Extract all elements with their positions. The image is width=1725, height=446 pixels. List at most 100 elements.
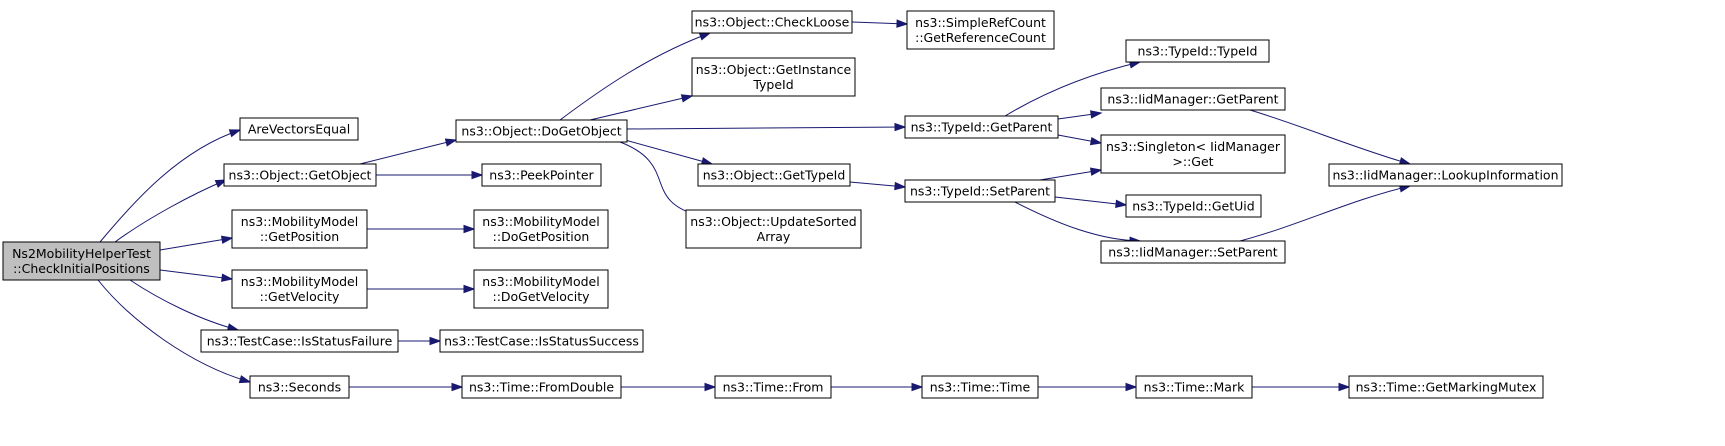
call-edge-n6-n12 [349,382,464,392]
function-node-n15[interactable]: ns3::Object::GetTypeId [697,163,851,187]
call-edge-n0-n4 [159,269,234,282]
edge-line [159,237,233,251]
function-node-n6[interactable]: ns3::Seconds [249,375,350,399]
function-node-n12[interactable]: ns3::Time::FromDouble [461,375,622,399]
edge-line [359,139,457,165]
node-box [691,10,853,34]
node-label: ns3::MobilityModel [482,214,599,229]
edge-line [1014,201,1141,242]
call-edge-n15-n20 [849,181,907,191]
call-edge-n5-n11 [398,336,442,346]
call-edge-n0-n5 [129,279,240,332]
arrowhead-icon [894,122,907,132]
node-box [1100,134,1286,174]
node-label: ns3::SimpleRefCount [915,15,1046,30]
node-box [231,209,368,249]
call-edge-n7-n15 [624,139,714,166]
function-node-n7[interactable]: ns3::Object::DoGetObject [455,119,628,143]
node-label: ::GetVelocity [260,289,340,304]
call-edge-n20-n26 [1014,201,1142,245]
node-label: ns3::IidManager::GetParent [1107,92,1278,107]
function-node-n9[interactable]: ns3::MobilityModel::DoGetPosition [473,209,609,249]
arrowhead-icon [221,273,234,282]
call-edge-n2-n8 [376,170,484,180]
node-label: ns3::Object::GetObject [229,168,372,183]
arrowhead-icon [896,19,909,28]
arrowhead-icon [1089,136,1103,146]
node-label: ns3::Object::UpdateSorted [690,214,856,229]
node-label: ns3::TypeId::GetParent [911,120,1053,135]
function-node-n10[interactable]: ns3::MobilityModel::DoGetVelocity [473,269,609,309]
edge-line [619,141,701,217]
arrowhead-icon [1125,382,1138,392]
function-node-n8[interactable]: ns3::PeekPointer [481,163,602,187]
node-label: AreVectorsEqual [248,122,350,137]
function-node-n3[interactable]: ns3::MobilityModel::GetPosition [231,209,368,249]
function-node-n17[interactable]: ns3::TypeId::GetParent [904,115,1059,139]
node-box [223,163,377,187]
edge-line [1054,196,1127,206]
function-node-n27[interactable]: ns3::Time::Mark [1135,375,1253,399]
node-label: ns3::Object::DoGetObject [461,124,621,139]
function-node-n13[interactable]: ns3::Object::CheckLoose [691,10,853,34]
function-node-n29[interactable]: ns3::Time::GetMarkingMutex [1348,375,1544,399]
arrowhead-icon [238,375,252,384]
function-node-n26[interactable]: ns3::IidManager::SetParent [1100,240,1286,264]
function-node-n22[interactable]: ns3::TypeId::TypeId [1125,39,1270,63]
node-label: ns3::TestCase::IsStatusSuccess [444,334,639,349]
function-node-n4[interactable]: ns3::MobilityModel::GetVelocity [231,269,368,309]
node-label: Array [757,229,791,244]
edge-line [114,179,227,243]
edge-line [624,139,713,165]
node-box [473,269,609,309]
node-label: ::DoGetVelocity [492,289,590,304]
node-label: ns3::Time::Mark [1144,380,1245,395]
function-node-n18[interactable]: ns3::Time::From [714,375,832,399]
arrowhead-icon [1115,199,1128,209]
function-node-n25[interactable]: ns3::TypeId::GetUid [1125,194,1262,218]
node-box [697,163,851,187]
node-box [1328,163,1563,187]
node-box [2,241,161,281]
node-box [1100,87,1286,111]
function-node-n11[interactable]: ns3::TestCase::IsStatusSuccess [439,329,644,353]
arrowhead-icon [220,235,234,244]
function-node-n28[interactable]: ns3::IidManager::LookupInformation [1328,163,1563,187]
function-node-n21[interactable]: ns3::Time::Time [921,375,1039,399]
call-edges [97,19,1412,392]
node-box [1348,375,1544,399]
call-edge-n26-n28 [1239,184,1412,242]
node-box [906,10,1055,50]
arrowhead-icon [911,382,924,392]
node-label: ns3::MobilityModel [241,214,358,229]
function-node-n20[interactable]: ns3::TypeId::SetParent [904,179,1056,203]
function-node-n5[interactable]: ns3::TestCase::IsStatusFailure [200,329,399,353]
node-label: ns3::TestCase::IsStatusFailure [207,334,393,349]
node-label: ::DoGetPosition [493,229,590,244]
call-edge-n7-n13 [559,32,712,121]
function-node-n24[interactable]: ns3::Singleton< IidManager >::Get [1100,134,1286,174]
function-node-n1[interactable]: AreVectorsEqual [239,117,359,141]
node-box [1135,375,1253,399]
node-label: ns3::Object::GetTypeId [703,168,846,183]
arrowhead-icon [471,170,484,180]
node-label: ::GetReferenceCount [915,30,1046,45]
edge-line [97,279,251,383]
function-node-n23[interactable]: ns3::IidManager::GetParent [1100,87,1286,111]
node-box [481,163,602,187]
function-node-n19[interactable]: ns3::SimpleRefCount::GetReferenceCount [906,10,1055,50]
call-edge-n7-n14 [589,94,694,121]
edge-line [1239,185,1411,242]
function-node-n0[interactable]: Ns2MobilityHelperTest::CheckInitialPosit… [2,241,161,281]
node-label: ns3::MobilityModel [241,274,358,289]
call-edge-n23-n28 [1249,109,1412,166]
node-label: ns3::Object::GetInstance [696,62,852,77]
call-edge-n12-n18 [621,382,717,392]
function-nodes: Ns2MobilityHelperTest::CheckInitialPosit… [2,10,1563,399]
node-box [439,329,644,353]
node-label: ns3::TypeId::TypeId [1138,44,1258,59]
function-node-n2[interactable]: ns3::Object::GetObject [223,163,377,187]
